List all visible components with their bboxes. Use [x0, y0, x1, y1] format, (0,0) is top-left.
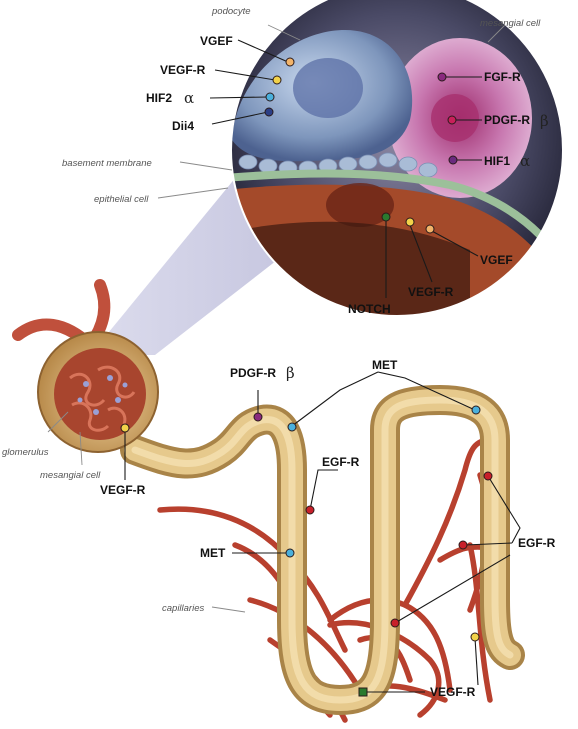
marker-vegfr-top	[273, 76, 281, 84]
marker-met-left	[286, 549, 294, 557]
label-met-top: MET	[372, 358, 398, 372]
label-epithelial-cell: epithelial cell	[94, 194, 149, 205]
label-hif1-greek: α	[520, 152, 530, 170]
label-egfr-left: EGF-R	[322, 455, 360, 469]
label-met-left: MET	[200, 546, 226, 560]
label-hif2: HIF2	[146, 91, 172, 105]
label-vegfr-top: VEGF-R	[160, 63, 206, 77]
marker-vegfr-mid	[406, 218, 414, 226]
label-pdgfr-tubule-greek: β	[286, 364, 295, 382]
label-hif2-greek: α	[184, 89, 194, 107]
capillary-network	[160, 440, 490, 720]
label-vegfr-bottom: VEGF-R	[430, 685, 476, 699]
label-capillaries: capillaries	[162, 603, 204, 614]
glomerulus	[38, 332, 158, 452]
marker-vgef-top	[286, 58, 294, 66]
marker-fgfr	[438, 73, 446, 81]
label-mesangial-cell-bottom: mesangial cell	[40, 470, 101, 481]
label-basement-membrane: basement membrane	[62, 158, 152, 169]
marker-egfr-left	[306, 506, 314, 514]
label-pdgfr-tubule: PDGF-R	[230, 366, 276, 380]
marker-met-right-top	[472, 406, 480, 414]
label-hif1: HIF1	[484, 154, 510, 168]
marker-vgef-bottom	[426, 225, 434, 233]
marker-egfr-r2	[459, 541, 467, 549]
label-dll4: Dii4	[172, 119, 194, 133]
label-egfr-right: EGF-R	[518, 536, 556, 550]
marker-notch	[382, 213, 390, 221]
marker-egfr-r3	[391, 619, 399, 627]
marker-vegfr-bottom	[359, 688, 367, 696]
label-pdgfr-top: PDGF-R	[484, 113, 530, 127]
label-vegfr-glomerulus: VEGF-R	[100, 483, 146, 497]
label-vgef-top: VGEF	[200, 34, 233, 48]
label-glomerulus: glomerulus	[2, 447, 49, 458]
label-notch: NOTCH	[348, 302, 391, 316]
label-vegfr-mid: VEGF-R	[408, 285, 454, 299]
label-mesangial-cell-top: mesangial cell	[480, 18, 541, 29]
marker-pdgfr-tubule	[254, 413, 262, 421]
label-pdgfr-top-greek: β	[540, 112, 549, 130]
marker-hif2	[266, 93, 274, 101]
magnified-view	[225, 0, 563, 320]
marker-hif1	[449, 156, 457, 164]
label-fgfr: FGF-R	[484, 70, 521, 84]
marker-vegfr-glomerulus	[121, 424, 129, 432]
marker-egfr-r1	[484, 472, 492, 480]
label-vgef-bottom: VGEF	[480, 253, 513, 267]
marker-dll4	[265, 108, 273, 116]
podocyte-nucleus	[293, 58, 363, 118]
marker-vegfr-tubule	[471, 633, 479, 641]
label-podocyte: podocyte	[211, 6, 251, 17]
marker-met-left-top	[288, 423, 296, 431]
marker-pdgfr-top	[448, 116, 456, 124]
